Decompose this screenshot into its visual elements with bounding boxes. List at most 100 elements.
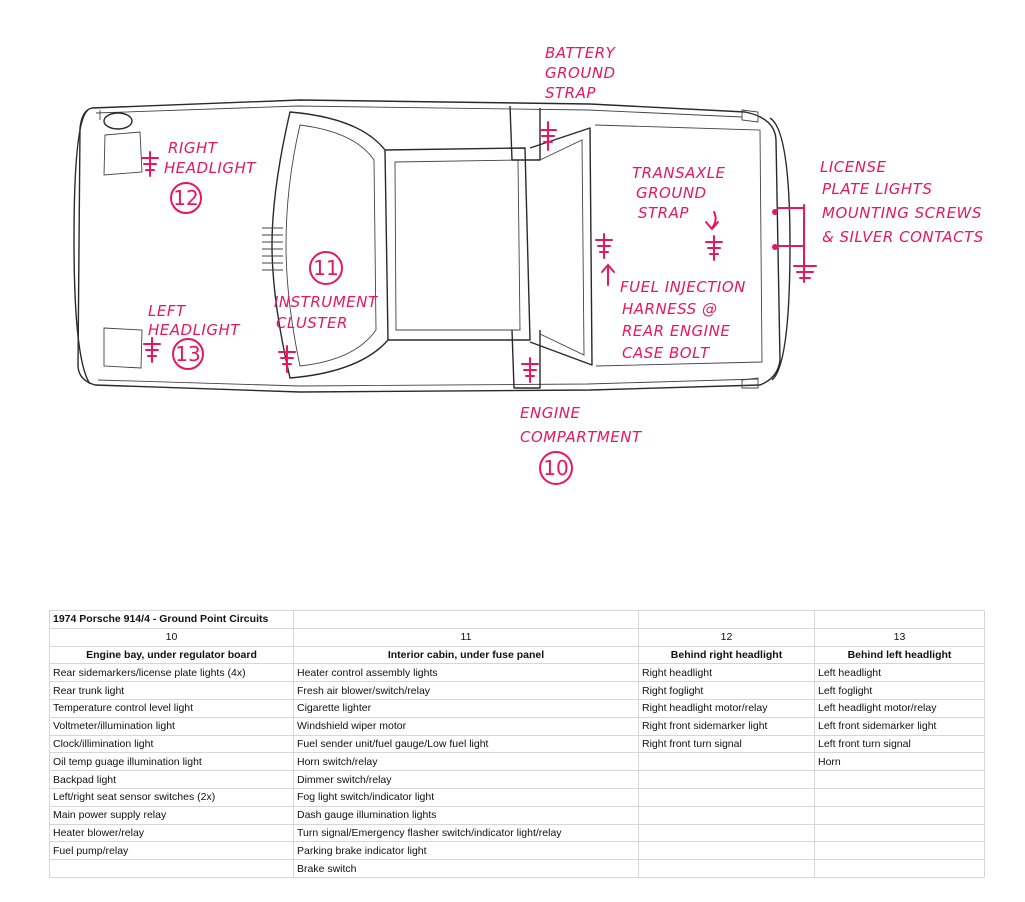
table-cell: Dash gauge illumination lights (293, 805, 639, 825)
table-cell: Rear sidemarkers/license plate lights (4… (49, 663, 294, 683)
left-headlight-label: LEFT HEADLIGHT 13 (148, 302, 241, 366)
car-ground-diagram: BATTERY GROUND STRAP RIGHT HEADLIGHT 12 … (73, 44, 984, 485)
table-cell: Horn switch/relay (293, 752, 639, 772)
circuit-number-cell: 12 (638, 627, 815, 647)
table-cell (814, 770, 985, 789)
label-line: COMPARTMENT (520, 428, 643, 446)
table-cell: Turn signal/Emergency flasher switch/ind… (293, 823, 639, 843)
label-line: STRAP (545, 84, 596, 102)
table-cell (814, 859, 985, 878)
table-number-row: 10 11 12 13 (49, 627, 985, 647)
battery-ground-label: BATTERY GROUND STRAP (545, 44, 617, 102)
ground-circuits-table-wrap: 1974 Porsche 914/4 - Ground Point Circui… (49, 610, 985, 878)
column-header: Behind left headlight (814, 645, 985, 665)
table-cell: Right headlight (638, 663, 815, 683)
table-cell: Fuel sender unit/fuel gauge/Low fuel lig… (293, 734, 639, 754)
label-line: MOUNTING SCREWS (822, 204, 982, 222)
table-cell: Left headlight motor/relay (814, 698, 985, 718)
table-cell: Right headlight motor/relay (638, 698, 815, 718)
fuel-injection-label: FUEL INJECTION HARNESS @ REAR ENGINE CAS… (620, 278, 746, 362)
table-cell (638, 787, 815, 807)
table-row: Left/right seat sensor switches (2x)Fog … (49, 787, 985, 807)
license-ground-icon (772, 204, 817, 283)
table-title-row: 1974 Porsche 914/4 - Ground Point Circui… (49, 610, 985, 629)
table-cell: Cigarette lighter (293, 698, 639, 718)
table-cell: Right front turn signal (638, 734, 815, 754)
circuit-number: 11 (313, 256, 338, 280)
label-line: STRAP (638, 204, 689, 222)
ground-icon (705, 235, 723, 261)
table-cell: Left foglight (814, 681, 985, 700)
table-title: 1974 Porsche 914/4 - Ground Point Circui… (49, 610, 294, 629)
table-cell: Fog light switch/indicator light (293, 787, 639, 807)
table-cell: Fresh air blower/switch/relay (293, 681, 639, 700)
column-header: Engine bay, under regulator board (49, 645, 294, 665)
label-line: HEADLIGHT (148, 321, 241, 339)
circuit-number: 12 (173, 186, 198, 210)
label-line: FUEL INJECTION (620, 278, 746, 296)
label-line: LEFT (148, 302, 187, 320)
ground-symbols (141, 121, 817, 383)
table-cell (814, 805, 985, 825)
table-cell (814, 787, 985, 807)
table-row: Rear sidemarkers/license plate lights (4… (49, 663, 985, 683)
table-cell: Heater blower/relay (49, 823, 294, 843)
table-cell (638, 805, 815, 825)
table-cell: Heater control assembly lights (293, 663, 639, 683)
table-cell: Left headlight (814, 663, 985, 683)
circuit-number: 10 (543, 456, 568, 480)
label-line: REAR ENGINE (622, 322, 730, 340)
label-line: HARNESS @ (622, 300, 717, 318)
table-cell (638, 770, 815, 789)
ground-icon (595, 233, 613, 259)
ground-icon (539, 121, 557, 151)
label-line: GROUND (545, 64, 616, 82)
label-line: HEADLIGHT (164, 159, 257, 177)
instrument-cluster-label: 11 INSTRUMENT CLUSTER (274, 256, 379, 332)
table-cell (293, 610, 639, 629)
table-cell: Brake switch (293, 859, 639, 878)
right-headlight-label: RIGHT HEADLIGHT 12 (164, 139, 257, 210)
ground-icon (141, 151, 159, 177)
table-cell: Dimmer switch/relay (293, 770, 639, 789)
ground-circuits-table: 1974 Porsche 914/4 - Ground Point Circui… (49, 610, 985, 878)
table-cell: Left front sidemarker light (814, 716, 985, 736)
label-line: ENGINE (520, 404, 580, 422)
table-cell: Main power supply relay (49, 805, 294, 825)
table-cell (638, 841, 815, 861)
circuit-number-cell: 10 (49, 627, 294, 647)
label-line: PLATE LIGHTS (822, 180, 932, 198)
arrow-icon (705, 211, 719, 231)
table-cell (814, 841, 985, 861)
table-cell: Voltmeter/illumination light (49, 716, 294, 736)
label-line: CASE BOLT (622, 344, 711, 362)
table-row: Brake switch (49, 859, 985, 878)
table-cell: Right foglight (638, 681, 815, 700)
label-line: TRANSAXLE (632, 164, 725, 182)
table-cell (638, 610, 815, 629)
label-line: RIGHT (168, 139, 219, 157)
table-cell: Clock/illimination light (49, 734, 294, 754)
table-cell: Left front turn signal (814, 734, 985, 754)
label-line: & SILVER CONTACTS (822, 228, 984, 246)
table-cell: Parking brake indicator light (293, 841, 639, 861)
table-cell (638, 859, 815, 878)
license-plate-label: LICENSE PLATE LIGHTS MOUNTING SCREWS & S… (820, 158, 984, 246)
label-line: INSTRUMENT (274, 293, 379, 311)
label-line: BATTERY (545, 44, 617, 62)
table-cell (814, 823, 985, 843)
label-line: CLUSTER (276, 314, 348, 332)
engine-compartment-label: ENGINE COMPARTMENT 10 (520, 404, 643, 480)
column-header: Interior cabin, under fuse panel (293, 645, 639, 665)
arrow-icon (601, 263, 615, 286)
table-cell (638, 823, 815, 843)
table-cell: Left/right seat sensor switches (2x) (49, 787, 294, 807)
ground-icon (278, 345, 296, 373)
circuit-number: 13 (175, 342, 200, 366)
